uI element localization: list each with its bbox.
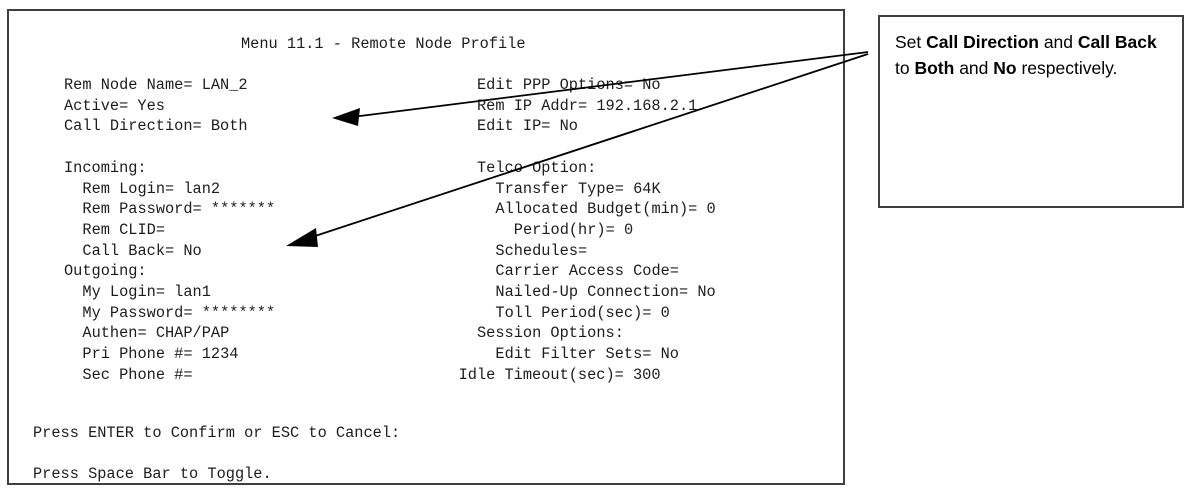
terminal-footer-line: Press Space Bar to Toggle. xyxy=(33,465,272,483)
terminal-line: My Login= lan1 xyxy=(82,283,211,301)
terminal-line: Edit IP= No xyxy=(477,117,578,136)
terminal-line: Allocated Budget(min)= 0 xyxy=(495,200,716,219)
terminal-line: Pri Phone #= 1234 xyxy=(82,345,239,364)
terminal-line: Period(hr)= 0 xyxy=(513,220,634,239)
terminal-footer-line: Press ENTER to Confirm or ESC to Cancel: xyxy=(33,424,401,442)
terminal-line: Incoming: xyxy=(64,158,147,177)
terminal-line: Authen= CHAP/PAP xyxy=(82,324,230,343)
terminal-line: Idle Timeout(sec)= 300 xyxy=(458,365,661,384)
terminal-line: Call Back= No xyxy=(82,241,202,260)
terminal-line: Transfer Type= 64K xyxy=(495,179,661,198)
terminal-line: Active= Yes xyxy=(64,96,165,115)
terminal-line: Telco Option: xyxy=(477,158,597,177)
terminal-line: Call Direction= Both xyxy=(64,117,248,136)
terminal-window: Menu 11.1 - Remote Node Profile Rem Node… xyxy=(7,9,845,485)
terminal-line: Toll Period(sec)= 0 xyxy=(495,303,670,322)
callout-emphasis: Call Direction xyxy=(926,32,1039,52)
terminal-line: Rem Login= lan2 xyxy=(82,179,221,198)
terminal-line: Carrier Access Code= xyxy=(495,262,679,281)
terminal-line: Rem Password= ******* xyxy=(82,200,276,219)
terminal-line: Sec Phone #= xyxy=(82,365,193,384)
terminal-title: Menu 11.1 - Remote Node Profile xyxy=(241,35,526,53)
terminal-line: Nailed-Up Connection= No xyxy=(495,283,716,301)
callout-plain: Set xyxy=(895,32,927,52)
callout-plain: and xyxy=(954,58,994,78)
callout-plain: and xyxy=(1038,32,1078,52)
callout-box: Set Call Direction and Call Back to Both… xyxy=(878,15,1184,208)
terminal-line: My Password= ******** xyxy=(82,303,276,322)
terminal-line: Session Options: xyxy=(477,324,624,343)
terminal-line: Rem IP Addr= 192.168.2.1 xyxy=(477,96,698,115)
terminal-line: Outgoing: xyxy=(64,262,147,281)
callout-text: Set Call Direction and Call Back to Both… xyxy=(895,29,1170,81)
terminal-line: Rem CLID= xyxy=(82,220,166,239)
callout-emphasis: Both xyxy=(914,58,955,78)
terminal-line: Rem Node Name= LAN_2 xyxy=(64,76,248,94)
terminal-line: Edit Filter Sets= No xyxy=(495,345,679,364)
callout-emphasis: Call Back xyxy=(1077,32,1157,52)
callout-plain: to xyxy=(895,58,915,78)
callout-plain: respectively. xyxy=(1016,58,1118,78)
callout-emphasis: No xyxy=(993,58,1017,78)
terminal-line: Schedules= xyxy=(495,241,588,260)
terminal-line: Edit PPP Options= No xyxy=(477,76,661,94)
